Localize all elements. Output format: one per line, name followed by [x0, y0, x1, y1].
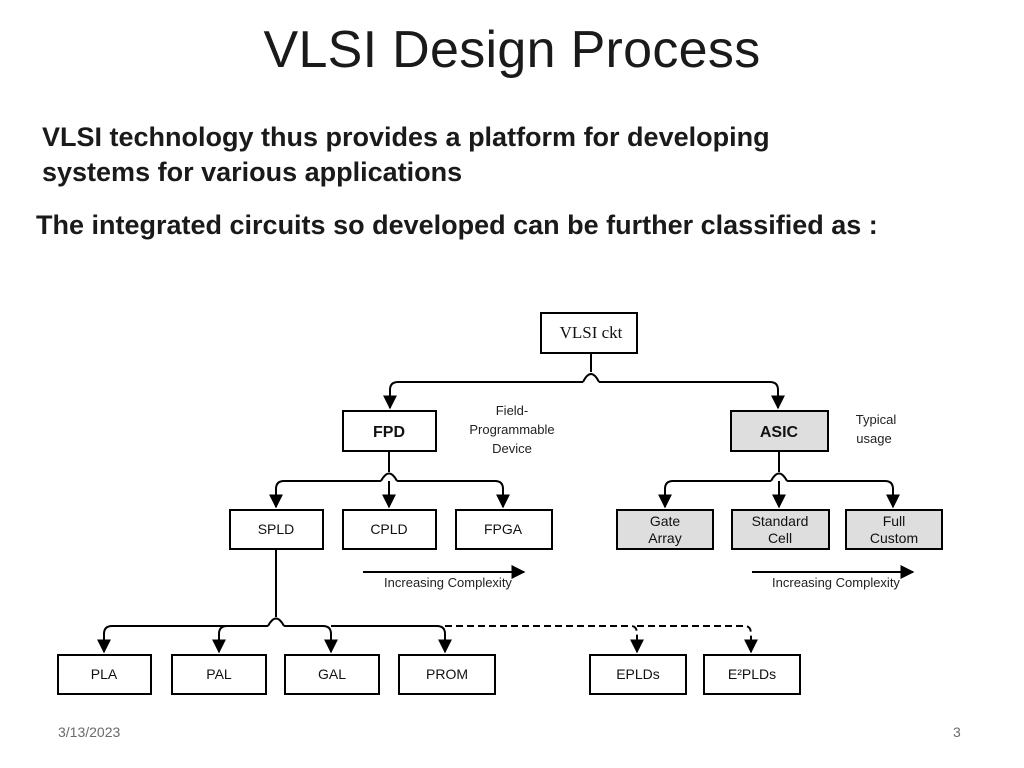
connector-spld-to-pla [97, 625, 268, 654]
svg-text:Gate: Gate [650, 513, 681, 529]
svg-text:Standard: Standard [752, 513, 809, 529]
node-prom: PROM [398, 654, 496, 695]
complexity-label-right: Increasing Complexity [772, 575, 900, 590]
node-vlsi-ckt: VLSI ckt [540, 312, 638, 354]
node-fpd: FPD [342, 410, 437, 452]
footer-page-number: 3 [953, 724, 961, 740]
slide-title: VLSI Design Process [263, 21, 761, 79]
node-gal: GAL [284, 654, 380, 695]
node-cpld: CPLD [342, 509, 437, 550]
connector-spld-to-e2plds [637, 625, 758, 654]
node-standard-cell: Standard Cell [731, 509, 830, 550]
connector-asic-to-full-custom [787, 480, 900, 509]
node-e2plds: E²PLDs [703, 654, 801, 695]
svg-text:ASIC: ASIC [760, 424, 799, 441]
node-gate-array: Gate Array [616, 509, 714, 550]
svg-text:Field-: Field- [496, 403, 529, 418]
node-pal: PAL [171, 654, 267, 695]
svg-text:Programmable: Programmable [469, 422, 554, 437]
footer-date: 3/13/2023 [58, 724, 121, 740]
svg-text:VLSI ckt: VLSI ckt [560, 323, 623, 342]
svg-text:GAL: GAL [318, 666, 346, 682]
node-asic: ASIC [730, 410, 829, 452]
connector-fpd-junction [380, 472, 398, 482]
node-pla: PLA [57, 654, 152, 695]
svg-text:Array: Array [648, 530, 681, 546]
svg-text:PAL: PAL [206, 666, 232, 682]
svg-text:PLA: PLA [91, 666, 118, 682]
connector-fpd-to-fpga [397, 480, 510, 509]
svg-text:usage: usage [856, 431, 891, 446]
svg-text:EPLDs: EPLDs [616, 666, 660, 682]
svg-text:Typical: Typical [856, 412, 897, 427]
svg-text:Cell: Cell [768, 530, 792, 546]
node-full-custom: Full Custom [845, 509, 943, 550]
connector-spld-junction [267, 617, 285, 627]
node-spld: SPLD [229, 509, 324, 550]
node-eplds: EPLDs [589, 654, 687, 695]
body-text-line-2: systems for various applications [42, 157, 463, 187]
body-text-line-3: The integrated circuits so developed can… [36, 210, 878, 240]
svg-text:Full: Full [883, 513, 906, 529]
connector-spld-to-eplds [445, 625, 644, 654]
svg-text:FPD: FPD [373, 424, 405, 441]
connector-fpd-to-spld [269, 480, 381, 509]
body-text-line-1: VLSI technology thus provides a platform… [42, 122, 770, 152]
svg-text:SPLD: SPLD [258, 521, 295, 537]
connector-asic-junction [770, 472, 788, 482]
connector-root-to-asic [599, 381, 785, 410]
connector-root-to-fpd [383, 381, 583, 410]
connector-spld-to-prom [331, 625, 452, 654]
svg-text:Custom: Custom [870, 530, 918, 546]
svg-text:PROM: PROM [426, 666, 468, 682]
svg-text:CPLD: CPLD [370, 521, 407, 537]
node-fpga: FPGA [455, 509, 553, 550]
complexity-label-left: Increasing Complexity [384, 575, 512, 590]
connector-root-junction [582, 373, 600, 383]
connector-asic-to-gate-array [658, 480, 771, 509]
svg-text:E²PLDs: E²PLDs [728, 666, 776, 682]
asic-note: Typical usage [856, 412, 897, 446]
svg-text:FPGA: FPGA [484, 521, 523, 537]
fpd-note: Field- Programmable Device [469, 403, 554, 456]
svg-text:Device: Device [492, 441, 532, 456]
connector-spld-to-gal [284, 625, 338, 654]
connector-spld-to-pal [212, 625, 268, 654]
